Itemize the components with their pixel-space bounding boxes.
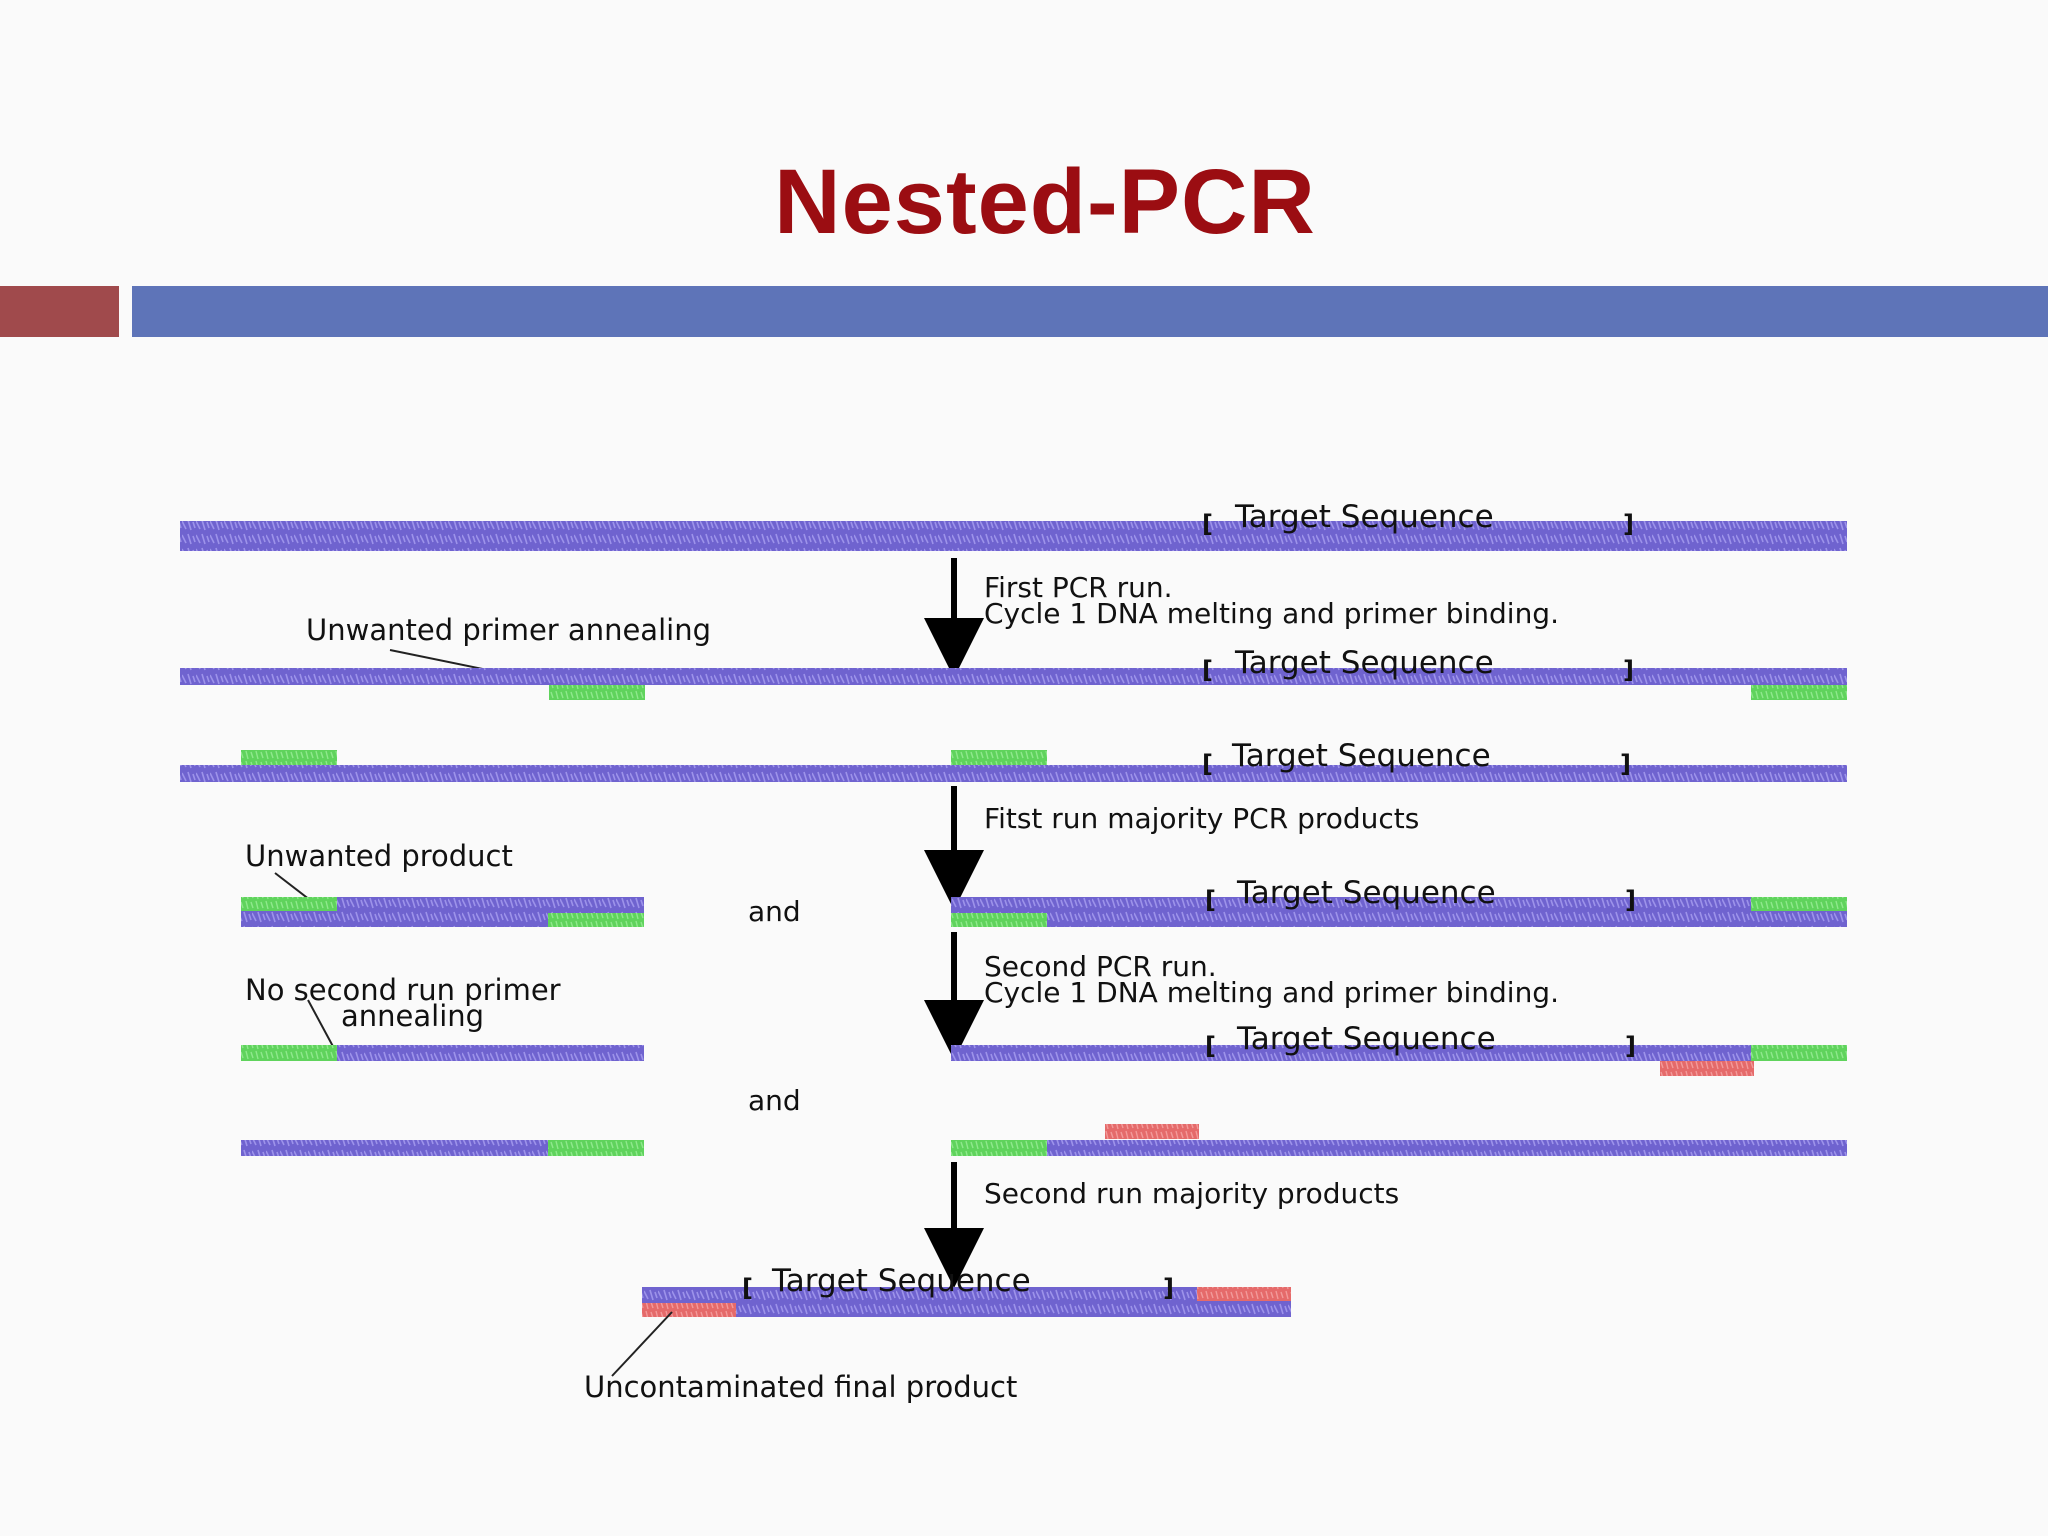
label-final-product: Uncontaminated final product: [584, 1370, 1017, 1404]
and-label: and: [748, 1084, 801, 1117]
target-strand-upper: [951, 1045, 1847, 1076]
bracket-left: [: [1202, 510, 1213, 538]
step-second-products: Second run majority products: [984, 1177, 1399, 1210]
callout-line: [307, 999, 337, 1053]
target-sequence-label: Target Sequence: [1236, 875, 1496, 911]
title-accent-red: [0, 286, 119, 337]
target-strand-lower: [951, 1124, 1847, 1156]
primer-outer: [1751, 685, 1847, 700]
single-strand: [180, 668, 1847, 685]
label-annealing: annealing: [341, 999, 484, 1033]
step-first-run: First PCR run.: [984, 571, 1173, 604]
step-cycle-binding: Cycle 1 DNA melting and primer binding.: [984, 976, 1559, 1009]
dna-double-strand: [180, 521, 1847, 551]
target-bracket: [ Target Sequence ]: [1205, 1021, 1636, 1060]
unwanted-strand-upper: [241, 1045, 644, 1061]
bracket-right: ]: [1623, 656, 1634, 684]
target-product-dna: [951, 897, 1847, 927]
target-sequence-label: Target Sequence: [771, 1263, 1031, 1299]
and-label: and: [748, 895, 801, 928]
title-accent-bar: [132, 286, 2048, 337]
target-bracket: [ Target Sequence ]: [1205, 875, 1636, 914]
target-bracket: [ Target Sequence ]: [1202, 645, 1634, 684]
bracket-left: [: [1202, 656, 1213, 684]
bracket-right: ]: [1623, 510, 1634, 538]
target-sequence-label: Target Sequence: [1236, 1021, 1496, 1057]
bracket-left: [: [1205, 1032, 1216, 1060]
label-unwanted-annealing: Unwanted primer annealing: [306, 613, 711, 647]
single-strand: [180, 765, 1847, 782]
bracket-left: [: [742, 1274, 753, 1302]
bracket-right: ]: [1163, 1274, 1174, 1302]
label-no-second-primer: No second run primer: [245, 973, 561, 1007]
primer-outer: [241, 750, 337, 765]
slide-title: Nested-PCR: [774, 151, 1316, 253]
callout-line: [611, 1311, 673, 1377]
primer-outer: [951, 750, 1047, 765]
step-cycle-binding: Cycle 1 DNA melting and primer binding.: [984, 597, 1559, 630]
bracket-right: ]: [1625, 886, 1636, 914]
target-sequence-label: Target Sequence: [1231, 738, 1491, 774]
step-first-products: Fitst run majority PCR products: [984, 802, 1419, 835]
unwanted-strand-lower: [241, 1140, 644, 1156]
target-bracket: [ Target Sequence ]: [1202, 738, 1631, 778]
target-bracket: [ Target Sequence ]: [1202, 499, 1634, 538]
target-sequence-label: Target Sequence: [1234, 645, 1494, 681]
primer-outer: [549, 685, 645, 700]
unwanted-product-dna: [241, 897, 644, 927]
bracket-left: [: [1205, 886, 1216, 914]
target-sequence-label: Target Sequence: [1234, 499, 1494, 535]
bracket-right: ]: [1620, 750, 1631, 778]
label-unwanted-product: Unwanted product: [245, 839, 513, 873]
step-second-run: Second PCR run.: [984, 950, 1217, 983]
target-bracket: [ Target Sequence ]: [742, 1263, 1174, 1302]
template-dna: [180, 521, 1847, 551]
final-product-dna: [642, 1287, 1291, 1317]
bracket-right: ]: [1625, 1032, 1636, 1060]
bracket-left: [: [1202, 750, 1213, 778]
